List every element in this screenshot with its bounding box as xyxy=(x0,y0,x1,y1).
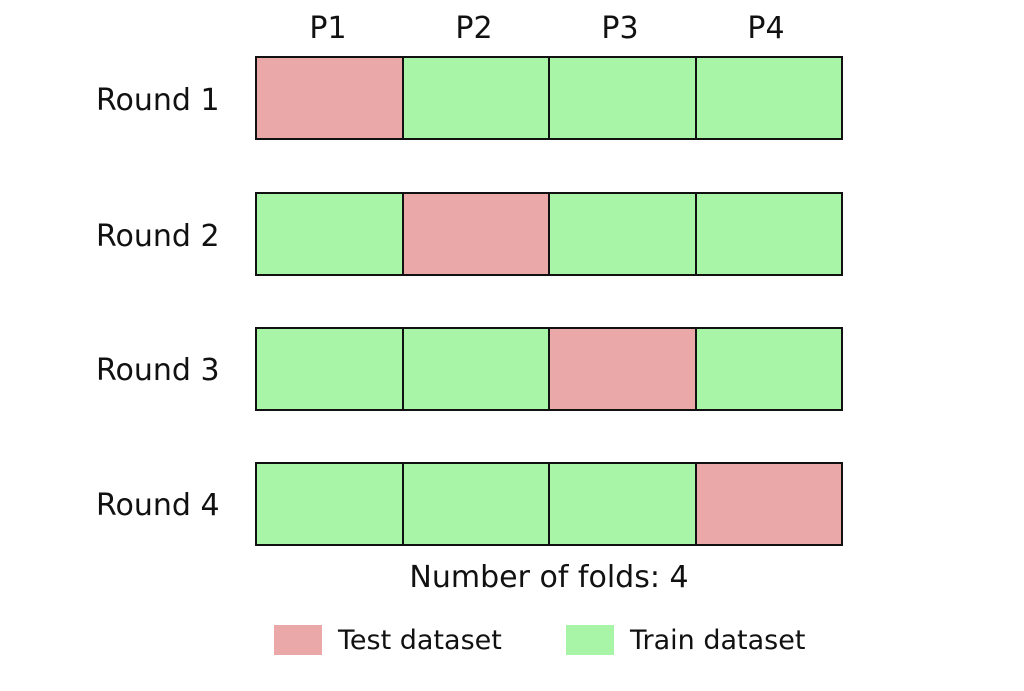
fold-cell-r2-p1 xyxy=(257,194,404,274)
fold-cell-r3-p2 xyxy=(403,329,550,409)
round-row-1 xyxy=(255,56,843,140)
round-row-2 xyxy=(255,192,843,276)
fold-cell-r2-p3 xyxy=(550,194,697,274)
fold-cell-r1-p1 xyxy=(257,58,404,138)
round-label-3: Round 3 xyxy=(96,353,220,388)
column-header-p4: P4 xyxy=(747,11,785,46)
column-header-p3: P3 xyxy=(601,11,639,46)
column-header-p1: P1 xyxy=(309,11,347,46)
round-label-4: Round 4 xyxy=(96,488,220,523)
fold-cell-r3-p4 xyxy=(696,329,841,409)
fold-cell-r2-p4 xyxy=(696,194,841,274)
fold-cell-r4-p2 xyxy=(403,464,550,544)
legend-train-label: Train dataset xyxy=(630,624,806,656)
fold-cell-r1-p2 xyxy=(403,58,550,138)
fold-cell-r2-p2 xyxy=(403,194,550,274)
test-swatch xyxy=(274,625,322,655)
legend-test: Test dataset xyxy=(274,623,502,657)
train-swatch xyxy=(566,625,614,655)
round-label-1: Round 1 xyxy=(96,83,220,118)
legend-test-label: Test dataset xyxy=(338,624,502,656)
fold-cell-r4-p1 xyxy=(257,464,404,544)
fold-cell-r4-p3 xyxy=(550,464,697,544)
folds-count-caption: Number of folds: 4 xyxy=(409,560,689,595)
fold-cell-r1-p4 xyxy=(696,58,841,138)
round-label-2: Round 2 xyxy=(96,219,220,254)
legend-train: Train dataset xyxy=(566,623,805,657)
column-header-p2: P2 xyxy=(455,11,493,46)
fold-cell-r3-p3 xyxy=(550,329,697,409)
round-row-3 xyxy=(255,327,843,411)
fold-cell-r3-p1 xyxy=(257,329,404,409)
round-row-4 xyxy=(255,462,843,546)
fold-cell-r1-p3 xyxy=(550,58,697,138)
fold-cell-r4-p4 xyxy=(696,464,841,544)
